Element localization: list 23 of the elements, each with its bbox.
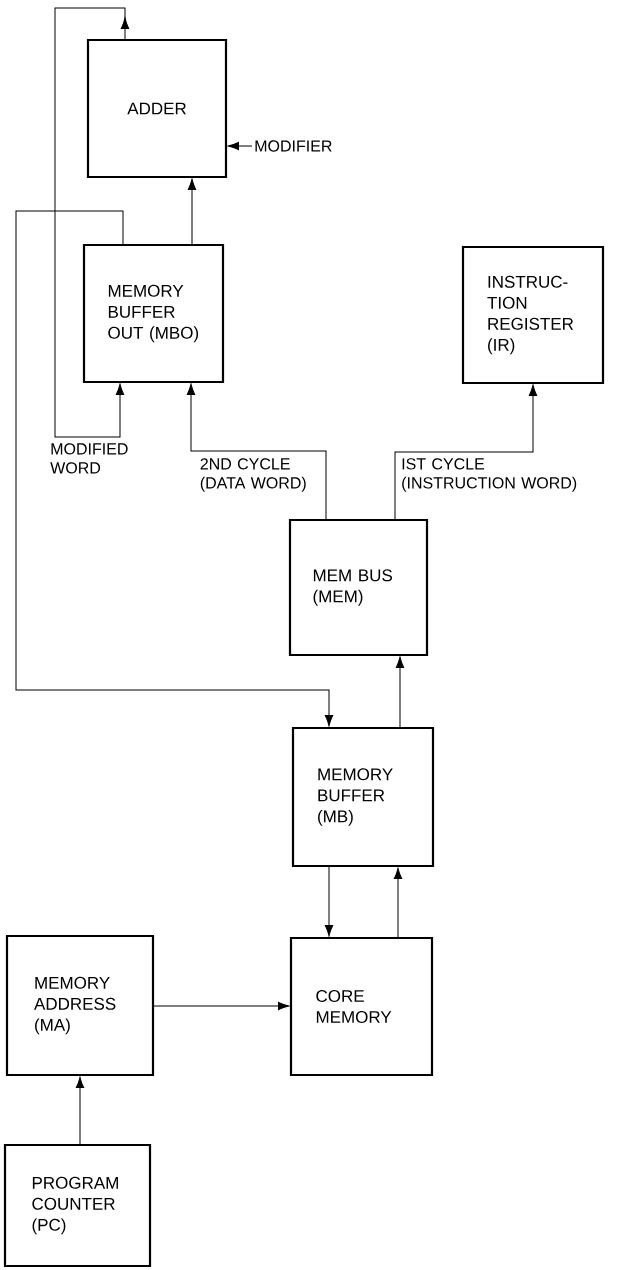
arrow <box>187 178 197 246</box>
block-box: PROGRAM COUNTER (PC) <box>3 1143 152 1268</box>
arrow <box>393 867 403 939</box>
arrow <box>186 383 327 521</box>
block-box: INSTRUC- TION REGISTER (IR) <box>461 245 605 385</box>
arrow <box>227 141 253 151</box>
edge-label: 2ND CYCLE (DATA WORD) <box>200 458 306 492</box>
arrow <box>395 656 405 729</box>
arrow <box>75 1076 85 1146</box>
block-box: MEMORY BUFFER (MB) <box>291 726 435 868</box>
edge-label: IST CYCLE (INSTRUCTION WORD) <box>402 458 577 492</box>
arrow <box>394 384 538 521</box>
block-box: MEM BUS (MEM) <box>288 518 429 657</box>
arrow <box>54 7 130 438</box>
block-box: MEMORY BUFFER OUT (MBO) <box>82 243 225 384</box>
arrow <box>324 865 334 937</box>
arrow <box>152 1001 290 1011</box>
block-box: MEMORY ADDRESS (MA) <box>5 934 155 1077</box>
input-label: MODIFIER <box>255 140 332 152</box>
block-box: CORE MEMORY <box>289 936 434 1077</box>
arrow <box>15 210 334 727</box>
edge-label: MODIFIED WORD <box>50 443 128 474</box>
block-box: ADDER <box>86 38 228 179</box>
